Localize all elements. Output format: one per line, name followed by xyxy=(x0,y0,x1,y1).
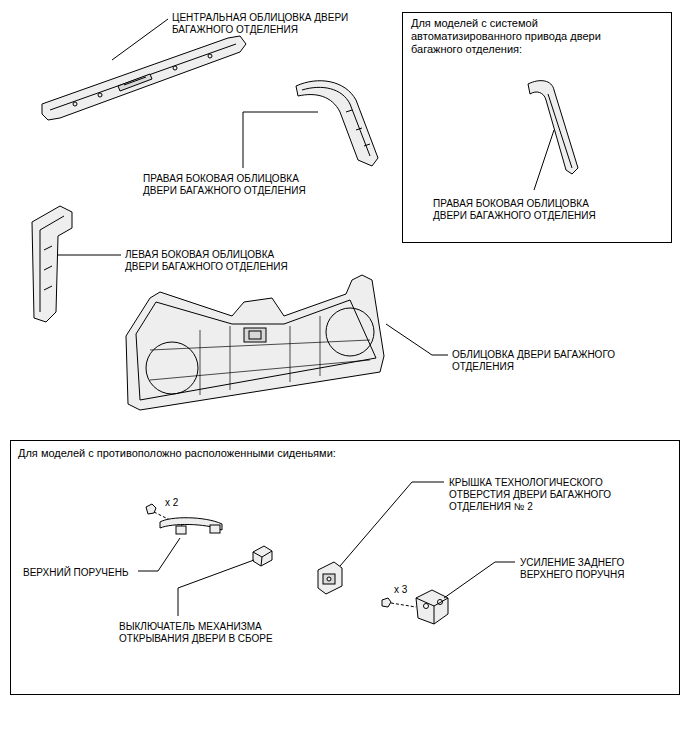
grip-reinforcement xyxy=(382,590,448,624)
part-label: ОБЛИЦОВКА ДВЕРИ БАГАЖНОГО ОТДЕЛЕНИЯ xyxy=(452,349,634,373)
leader-line xyxy=(386,324,448,355)
tailgate-trim xyxy=(126,275,384,410)
center-trim xyxy=(118,74,152,91)
grip-reinforcement xyxy=(416,598,448,624)
door-switch xyxy=(253,546,272,566)
variant-heading: Для моделей с противоположно расположенн… xyxy=(18,447,618,460)
grip-reinforcement xyxy=(424,604,429,609)
part-label: ПРАВАЯ БОКОВАЯ ОБЛИЦОВКА ДВЕРИ БАГАЖНОГО… xyxy=(433,198,605,222)
leader-line xyxy=(58,255,121,256)
tailgate-trim xyxy=(126,275,384,410)
left-side-trim xyxy=(40,216,64,312)
leader-line xyxy=(112,19,168,60)
service-hole-cover xyxy=(323,574,335,584)
right-side-trim-power xyxy=(528,81,578,174)
grip-reinforcement xyxy=(391,603,416,607)
leader-line xyxy=(243,112,318,168)
part-label: x 2 xyxy=(165,497,195,509)
part-label: УСИЛЕНИЕ ЗАДНЕГО ВЕРХНЕГО ПОРУЧНЯ xyxy=(520,557,652,581)
leader-line xyxy=(444,562,515,598)
leader-line xyxy=(112,19,168,60)
service-hole-cover xyxy=(318,562,342,594)
tailgate-trim xyxy=(249,331,261,339)
part-label: ПРАВАЯ БОКОВАЯ ОБЛИЦОВКА ДВЕРИ БАГАЖНОГО… xyxy=(143,173,315,197)
center-trim xyxy=(42,36,246,120)
assist-grip xyxy=(176,526,186,534)
part-label: ВЫКЛЮЧАТЕЛЬ МЕХАНИЗМА ОТКРЫВАНИЯ ДВЕРИ В… xyxy=(119,621,291,645)
door-switch xyxy=(253,551,272,566)
center-trim xyxy=(50,44,236,110)
leader-line xyxy=(444,562,515,598)
leader-line xyxy=(534,130,554,190)
tailgate-trim xyxy=(326,308,374,356)
variant-frame: Для моделей с системой автоматизированно… xyxy=(402,12,672,243)
part-label: x 3 xyxy=(394,584,424,596)
part-label: КРЫШКА ТЕХНОЛОГИЧЕСКОГО ОТВЕРСТИЯ ДВЕРИ … xyxy=(449,477,627,513)
leader-line xyxy=(58,255,121,256)
service-hole-cover xyxy=(327,577,331,581)
center-trim xyxy=(42,36,246,120)
grip-reinforcement xyxy=(416,590,448,624)
center-trim xyxy=(124,77,146,85)
leader-line xyxy=(138,538,180,571)
leader-line xyxy=(178,560,254,616)
leader-line xyxy=(178,560,254,616)
center-trim xyxy=(98,93,102,97)
center-trim xyxy=(73,102,77,106)
right-side-trim xyxy=(296,81,378,166)
variant-frame: Для моделей с противоположно расположенн… xyxy=(10,440,680,695)
tailgate-trim xyxy=(150,316,370,395)
left-side-trim xyxy=(32,206,72,322)
part-label: ЦЕНТРАЛЬНАЯ ОБЛИЦОВКА ДВЕРИ БАГАЖНОГО ОТ… xyxy=(172,12,360,36)
assist-grip xyxy=(146,504,222,534)
door-switch xyxy=(253,546,272,566)
variant-heading: Для моделей с системой автоматизированно… xyxy=(411,17,626,56)
leader-line xyxy=(340,482,444,566)
right-side-trim xyxy=(302,87,370,156)
leader-line xyxy=(138,538,180,571)
tailgate-trim xyxy=(244,328,266,342)
center-trim xyxy=(208,54,212,58)
center-trim xyxy=(173,66,177,70)
right-side-trim xyxy=(346,110,370,146)
service-hole-cover xyxy=(318,562,342,594)
assist-grip xyxy=(210,525,220,533)
right-side-trim-power xyxy=(548,94,572,168)
leader-line xyxy=(340,482,444,566)
right-side-trim-power xyxy=(528,81,578,174)
leader-line xyxy=(386,324,448,355)
leader-line xyxy=(243,112,318,168)
right-side-trim xyxy=(296,81,378,166)
grip-reinforcement xyxy=(382,598,391,607)
leader-line xyxy=(534,130,554,190)
left-side-trim xyxy=(44,246,52,290)
tailgate-trim xyxy=(136,300,376,400)
left-side-trim xyxy=(32,206,72,322)
part-label: ЛЕВАЯ БОКОВАЯ ОБЛИЦОВКА ДВЕРИ БАГАЖНОГО … xyxy=(125,249,293,273)
part-label: ВЕРХНИЙ ПОРУЧЕНЬ xyxy=(23,567,153,579)
